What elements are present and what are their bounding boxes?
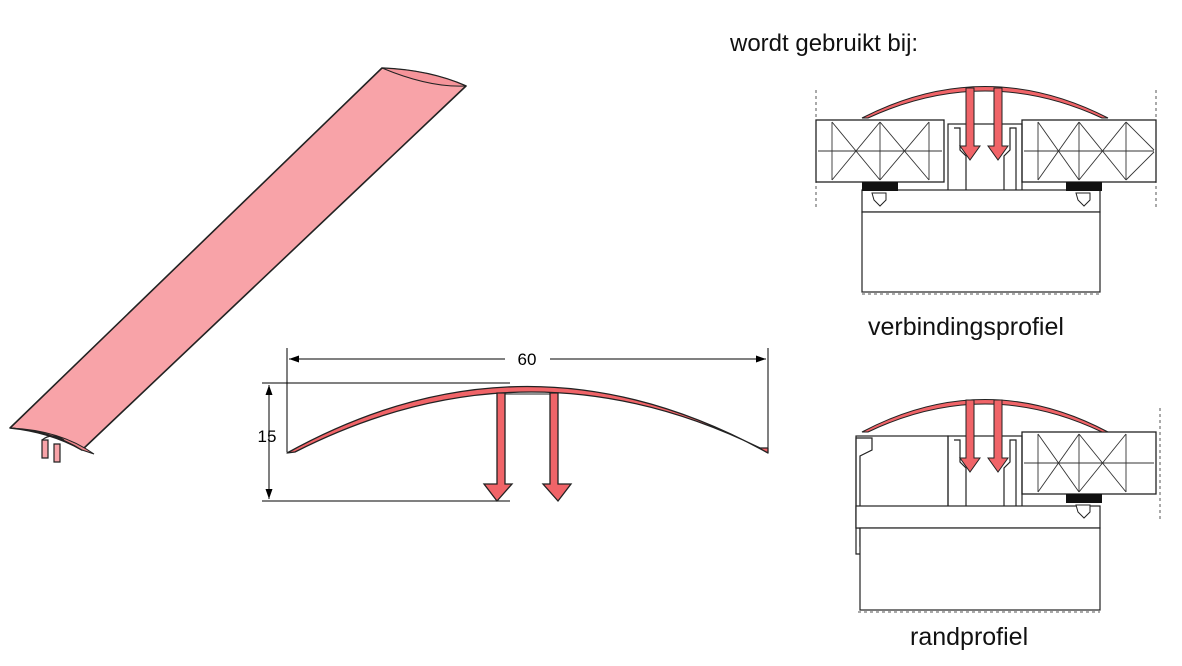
dimension-height: 15 <box>258 427 277 446</box>
application-edge-profile <box>855 399 1161 613</box>
edge-profile-label: randprofiel <box>910 623 1029 651</box>
application-connection-profile <box>815 86 1157 295</box>
connection-profile-label: verbindingsprofiel <box>868 313 1064 341</box>
used-with-heading: wordt gebruikt bij: <box>730 30 919 57</box>
profile-3d-view <box>9 67 467 463</box>
dimension-width: 60 <box>518 350 537 369</box>
cross-section: 60 15 <box>258 348 769 503</box>
